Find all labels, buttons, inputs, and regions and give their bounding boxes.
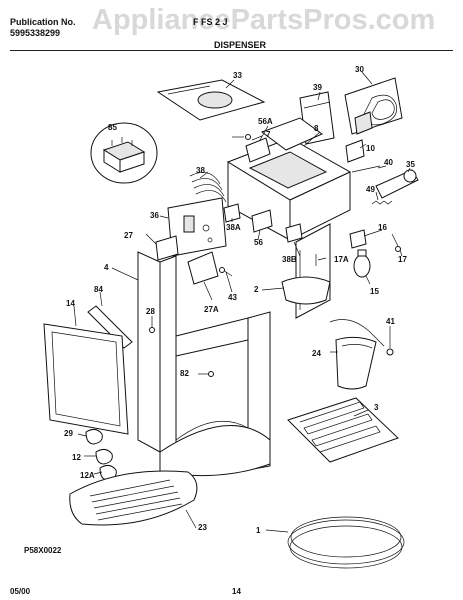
part-24-reservoir [335, 336, 377, 390]
label-56: 56 [254, 238, 263, 247]
label-28: 28 [146, 307, 155, 316]
label-1: 1 [256, 526, 261, 535]
part-23-drip-tray [69, 470, 198, 526]
footer-date: 05/00 [10, 587, 31, 596]
label-2: 2 [254, 285, 259, 294]
label-27A: 27A [204, 305, 219, 314]
label-43: 43 [228, 293, 237, 302]
label-17: 17 [398, 255, 407, 264]
part-2-chute [281, 276, 331, 305]
label-30: 30 [355, 65, 364, 74]
label-39: 39 [313, 83, 322, 92]
part-82-screw [198, 371, 214, 377]
part-38-wire-harness [189, 172, 227, 203]
label-3: 3 [374, 403, 379, 412]
callout-labels: 33 30 39 56A 7 8 85 10 40 35 38 49 16 36… [64, 65, 415, 535]
label-27: 27 [124, 231, 133, 240]
header-rule [10, 50, 453, 51]
part-35-actuator [375, 169, 419, 199]
part-41-fitting [329, 319, 394, 356]
label-82: 82 [180, 369, 189, 378]
part-43-screw [219, 267, 233, 277]
watermark: AppliancePartsPros.com [92, 4, 436, 36]
label-16: 16 [378, 223, 387, 232]
part-56-switch [251, 209, 273, 233]
label-12A: 12A [80, 471, 95, 480]
label-17A: 17A [334, 255, 349, 264]
label-38A: 38A [226, 223, 241, 232]
part-16-lamp-socket [349, 229, 367, 249]
label-23: 23 [198, 523, 207, 532]
label-38B: 38B [282, 255, 297, 264]
part-14-panel [43, 323, 129, 435]
label-33: 33 [233, 71, 242, 80]
diagram-code: P58X0022 [24, 546, 62, 555]
part-27A-paddle [187, 251, 219, 285]
label-10: 10 [366, 144, 375, 153]
part-38B-connector [285, 223, 303, 243]
part-33-cover-plate [156, 79, 266, 121]
part-15-bulb [353, 249, 371, 278]
label-85: 85 [108, 123, 117, 132]
part-12-clip [95, 448, 113, 465]
part-17-screw [391, 233, 401, 252]
label-40: 40 [384, 158, 393, 167]
publication-number: 5995338299 [10, 28, 61, 38]
model-number: F FS 2 J [193, 17, 228, 27]
part-1-tubing [287, 516, 405, 569]
publication-label: Publication No. [10, 17, 76, 27]
label-49: 49 [366, 185, 375, 194]
label-41: 41 [386, 317, 395, 326]
label-15: 15 [370, 287, 379, 296]
label-12: 12 [72, 453, 81, 462]
label-7: 7 [266, 130, 271, 139]
label-56A: 56A [258, 117, 273, 126]
label-4: 4 [104, 263, 109, 272]
leader-lines [73, 71, 411, 533]
label-38: 38 [196, 166, 205, 175]
part-85-transformer [90, 122, 158, 184]
label-8: 8 [314, 124, 319, 133]
label-24: 24 [312, 349, 321, 358]
part-49-spring [371, 200, 393, 205]
part-3-heater [287, 397, 399, 463]
part-38A-switch [223, 203, 241, 223]
label-36: 36 [150, 211, 159, 220]
section-title: DISPENSER [214, 40, 267, 50]
label-35: 35 [406, 160, 415, 169]
part-28-screw [149, 327, 155, 333]
part-7-screw [232, 134, 251, 140]
part-30-rear-panel [344, 77, 403, 135]
part-27-bracket [155, 235, 179, 261]
label-29: 29 [64, 429, 73, 438]
part-29-clip [85, 428, 103, 445]
label-84: 84 [94, 285, 103, 294]
part-4-frame [137, 251, 271, 477]
footer-page: 14 [232, 587, 241, 596]
part-40-lever [351, 165, 381, 173]
part-56A-clip [245, 137, 271, 163]
part-10-bracket [345, 139, 365, 163]
label-14: 14 [66, 299, 75, 308]
